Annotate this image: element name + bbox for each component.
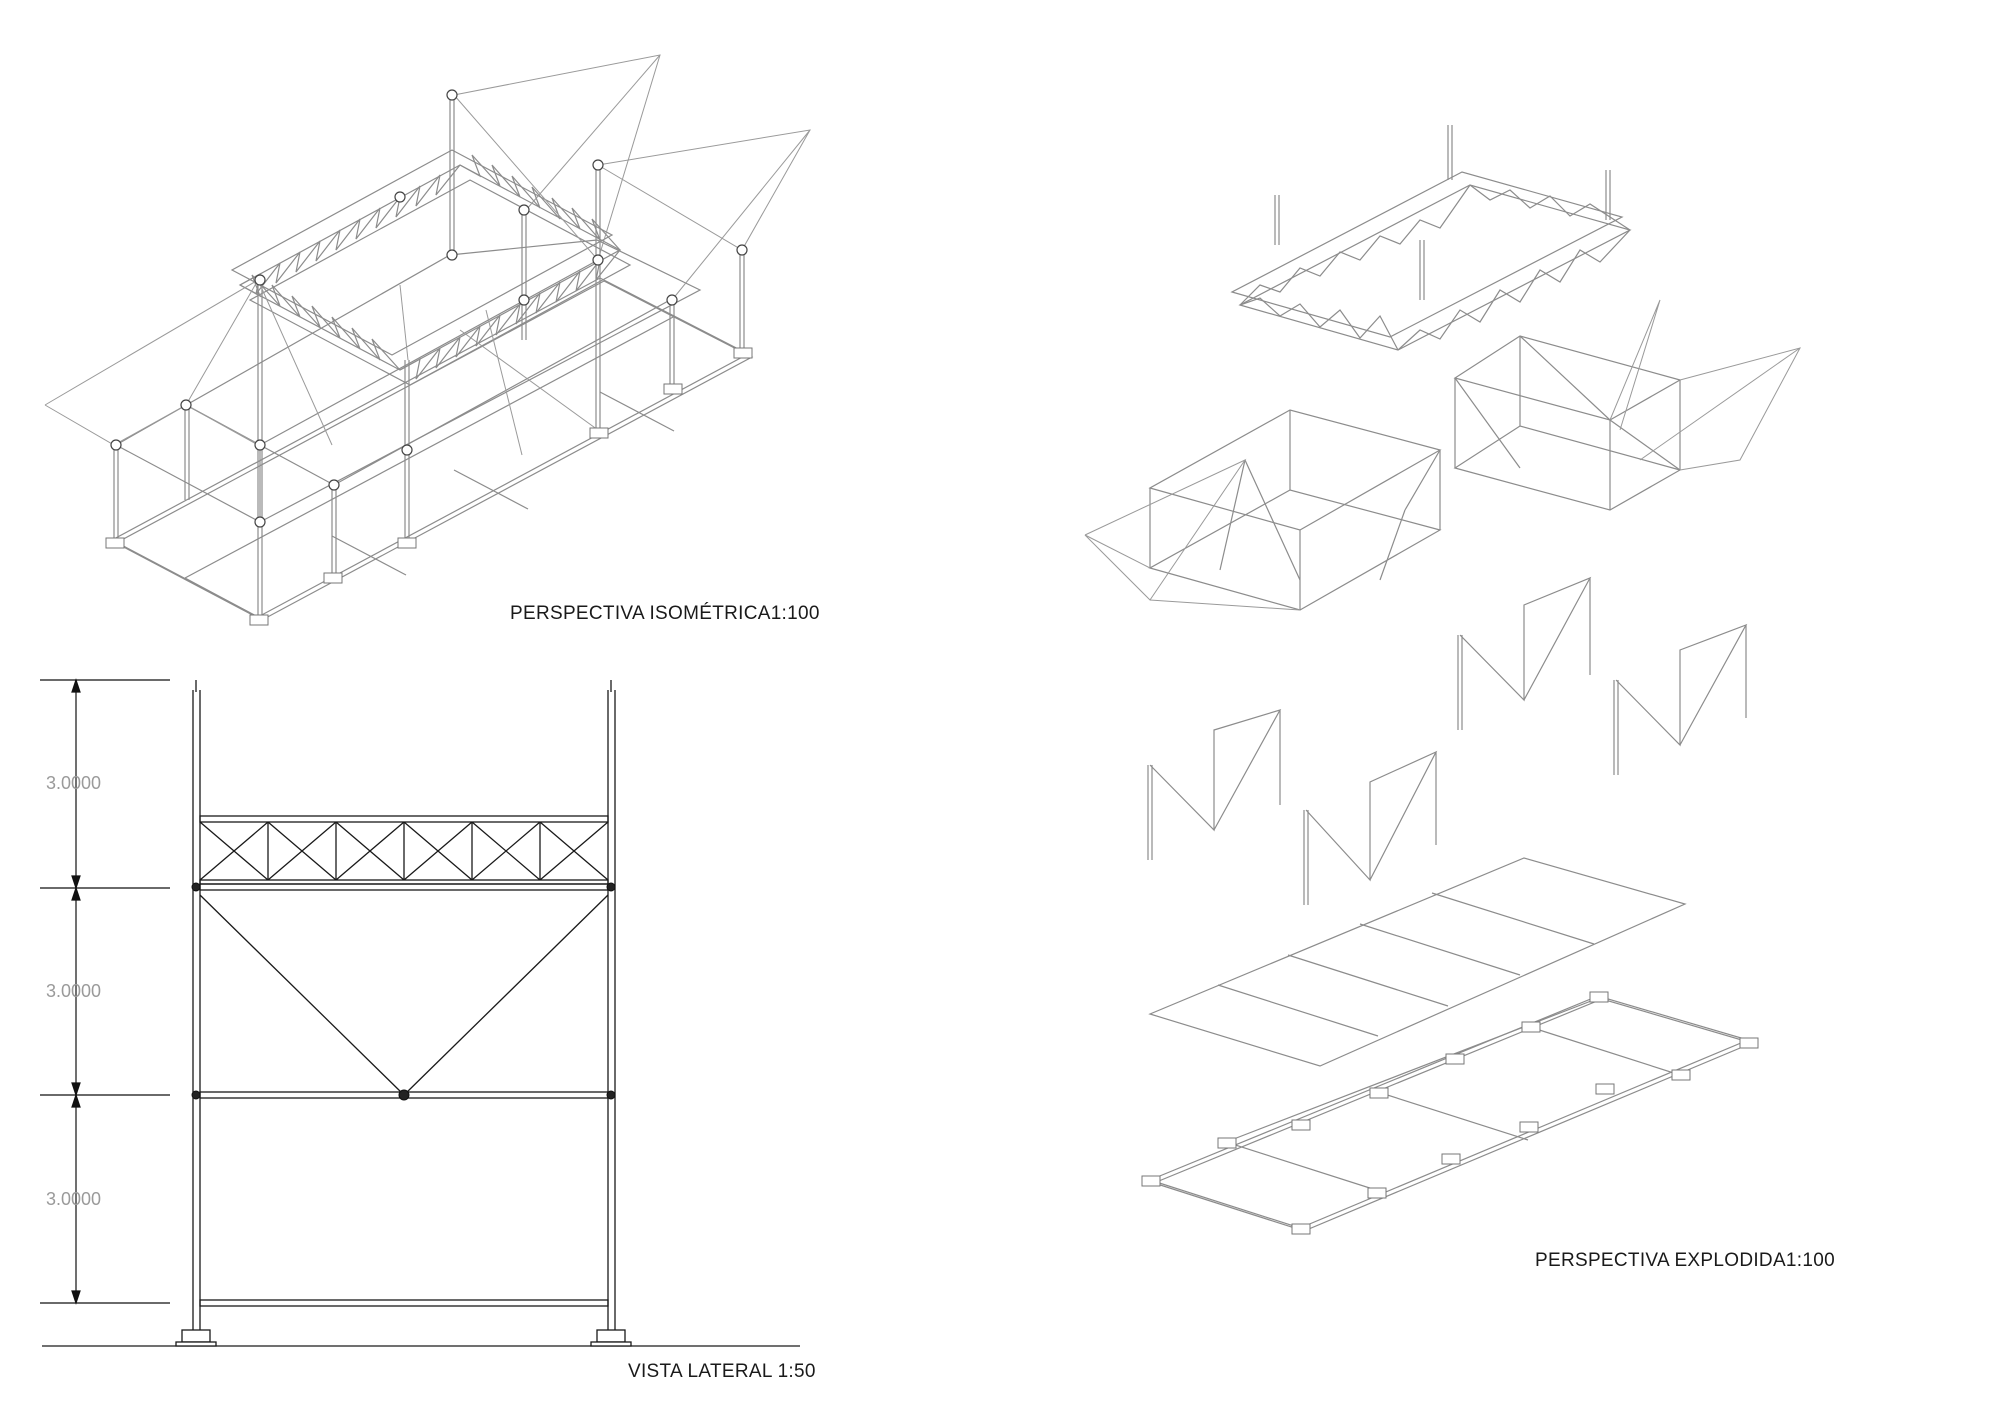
iso-top-truss: [230, 149, 632, 386]
exploded-top-truss: [1230, 125, 1632, 351]
iso-floor-frame: [110, 277, 754, 621]
side-columns: [192, 680, 616, 1330]
dimension-label-middle: 3.0000: [46, 981, 101, 1001]
iso-view-label: PERSPECTIVA ISOMÉTRICA1:100: [510, 603, 820, 624]
dimension-chain: [40, 678, 170, 1305]
exploded-base-frame: [1148, 995, 1754, 1232]
side-view-drawing: [40, 678, 800, 1347]
cable-anchor-node: [398, 1089, 410, 1101]
exploded-bracing-frames: [1147, 576, 1748, 905]
side-view-label: VISTA LATERAL 1:50: [628, 1361, 816, 1382]
exploded-module-left: [1148, 409, 1442, 611]
exploded-module-right-cables: [1609, 299, 1801, 471]
dimension-label-bottom: 3.0000: [46, 1189, 101, 1209]
side-truss: [199, 815, 609, 885]
isometric-perspective-drawing: [44, 54, 811, 626]
side-cables: [199, 894, 609, 1096]
iso-columns: [113, 95, 745, 617]
side-base-plates: [175, 1329, 632, 1347]
exploded-module-right: [1453, 335, 1682, 511]
dimension-label-top: 3.0000: [46, 773, 101, 793]
iso-canopy-cables: [44, 54, 811, 456]
exploded-module-left-cables: [1084, 458, 1301, 611]
iso-joint-nodes: [110, 89, 748, 528]
exploded-perspective-drawing: [1084, 125, 1801, 1235]
side-nodes: [191, 882, 616, 1100]
exploded-view-label: PERSPECTIVA EXPLODIDA1:100: [1535, 1250, 1835, 1271]
exploded-floor-panels: [1148, 857, 1687, 1067]
iso-base-plates: [105, 347, 753, 626]
exploded-base-plates: [1141, 991, 1759, 1235]
